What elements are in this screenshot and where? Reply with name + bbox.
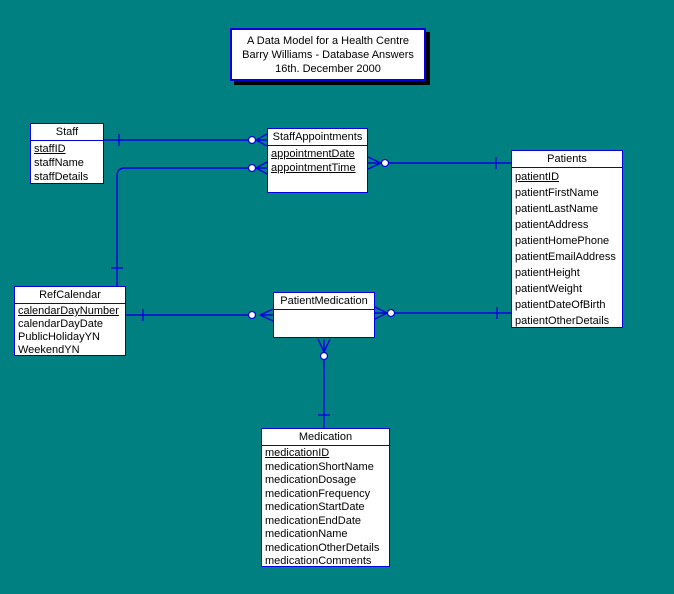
entity-field: medicationEndDate — [265, 514, 362, 527]
entity-medication-title: Medication — [262, 429, 389, 446]
entity-field: patientHeight — [515, 267, 580, 279]
entity-field: patientEmailAddress — [515, 251, 616, 263]
entity-field: calendarDayNumber — [18, 305, 119, 317]
entity-patient-medication-fields — [274, 310, 374, 311]
connector-patients-staffappointments — [367, 156, 511, 170]
diagram-title-line3: 16th. December 2000 — [275, 62, 381, 75]
entity-field: medicationComments — [265, 555, 372, 567]
entity-field: appointmentTime — [271, 162, 356, 174]
entity-field: PublicHolidayYN — [18, 331, 100, 343]
entity-field: medicationFrequency — [265, 487, 371, 500]
entity-field: medicationDosage — [265, 474, 357, 486]
entity-staff-title: Staff — [31, 124, 103, 141]
entity-field: medicationShortName — [265, 460, 374, 473]
entity-patients-fields: patientID patientFirstName patientLastName… — [512, 168, 622, 329]
diagram-title-box: A Data Model for a Health Centre Barry W… — [230, 28, 426, 81]
entity-field: medicationStartDate — [265, 501, 365, 513]
diagram-title-line1: A Data Model for a Health Centre — [246, 34, 410, 47]
entity-field: calendarDayDate — [18, 318, 103, 330]
entity-field: staffName — [34, 157, 84, 169]
entity-field: patientFirstName — [515, 187, 599, 199]
entity-field: patientOtherDetails — [515, 315, 610, 327]
entity-field: patientID — [515, 171, 560, 183]
connector-medication-patientmedication — [317, 338, 331, 428]
entity-field: medicationOtherDetails — [265, 541, 380, 554]
entity-field: staffDetails — [34, 171, 89, 183]
connector-refcalendar-patientmedication — [126, 308, 274, 322]
entity-staff[interactable]: Staff staffID staffName staffDetails — [30, 123, 104, 184]
entity-field: medicationID — [265, 447, 330, 459]
entity-patient-medication[interactable]: PatientMedication — [273, 292, 375, 338]
connector-staff-staffappointments — [104, 133, 268, 147]
entity-field: staffID — [34, 143, 66, 155]
entity-ref-calendar-title: RefCalendar — [15, 287, 125, 304]
entity-field: appointmentDate — [271, 148, 355, 160]
entity-staff-fields: staffID staffName staffDetails — [31, 141, 103, 184]
entity-field: patientLastName — [515, 203, 599, 215]
entity-patients-title: Patients — [512, 151, 622, 168]
entity-patient-medication-title: PatientMedication — [274, 293, 374, 310]
entity-field: patientAddress — [515, 219, 589, 231]
entity-field: patientWeight — [515, 283, 583, 295]
connector-patients-patientmedication — [374, 306, 511, 320]
entity-field: patientHomePhone — [515, 235, 610, 247]
entity-field: WeekendYN — [18, 344, 80, 356]
entity-staff-appointments-fields: appointmentDate appointmentTime — [268, 146, 367, 175]
entity-staff-appointments-title: StaffAppointments — [268, 129, 367, 146]
connector-refcalendar-staffappointments — [111, 161, 268, 286]
entity-field: medicationName — [265, 528, 348, 540]
entity-field: patientDateOfBirth — [515, 299, 606, 311]
diagram-title-line2: Barry Williams - Database Answers — [242, 48, 414, 61]
